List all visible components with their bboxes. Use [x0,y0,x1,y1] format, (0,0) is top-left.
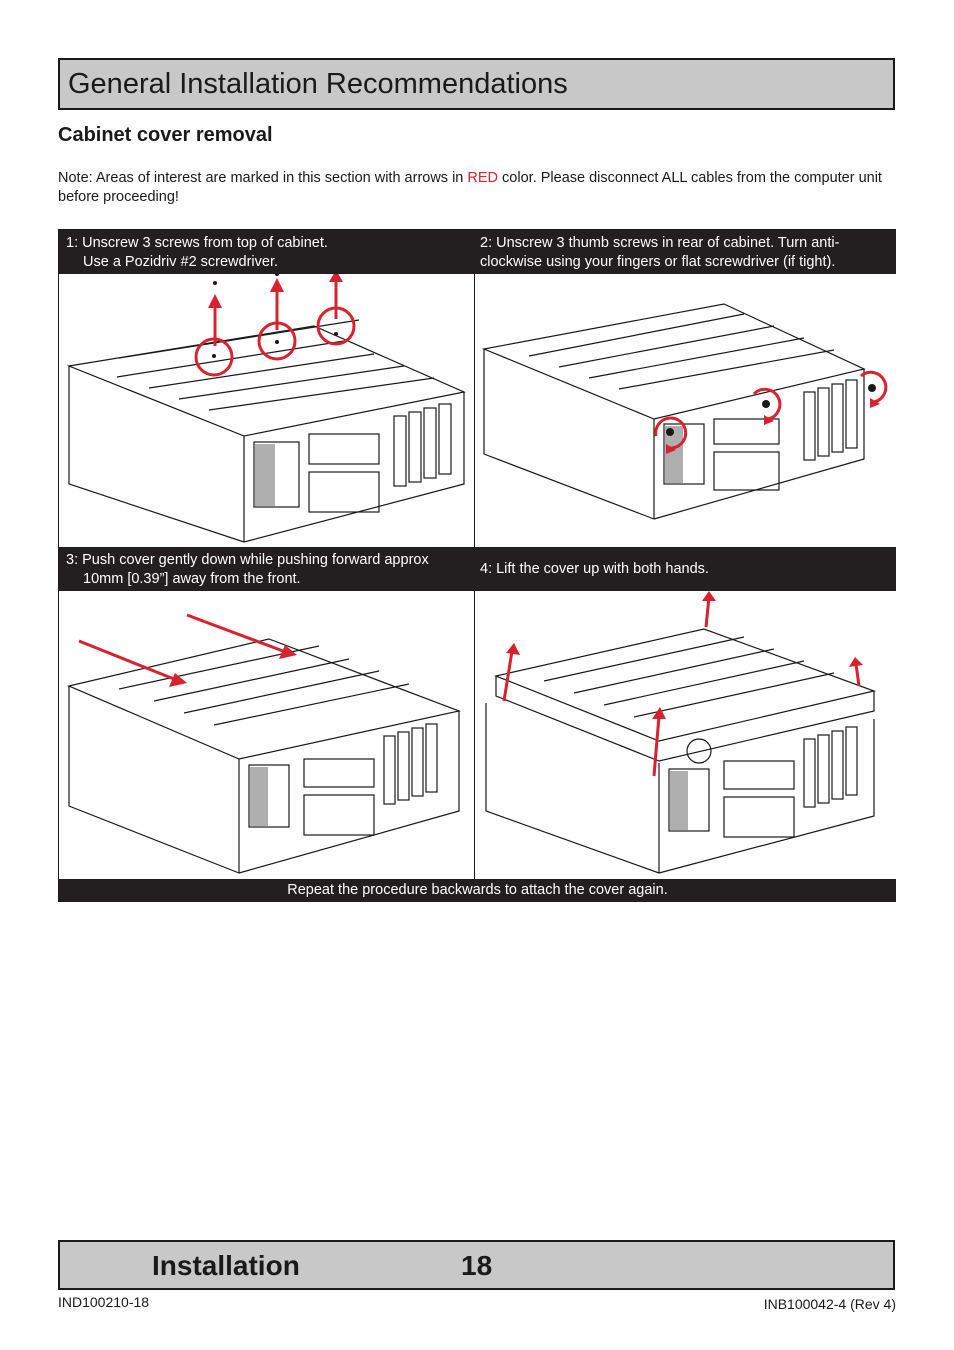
cover-push-forward-illustration [67,613,462,874]
step-4-caption: 4: Lift the cover up with both hands. [474,547,896,591]
document-id-left: IND100210-18 [58,1294,150,1310]
column-divider-top [474,274,475,547]
cabinet-top-screws-illustration [66,274,466,543]
step-2-line-1: 2: Unscrew 3 thumb screws in rear of cab… [480,235,840,251]
footer-bar: Installation 18 [58,1240,895,1290]
footer-section-name: Installation [152,1250,300,1281]
section-heading: Cabinet cover removal [58,124,273,146]
column-divider-bottom [474,591,475,879]
step-2-figure [474,274,896,547]
page-title-bar: General Installation Recommendations [58,58,895,110]
step-3-figure [59,591,474,879]
page-title: General Installation Recommendations [68,68,568,100]
note-text-after: color. Please disconnect ALL cables from… [58,170,882,205]
steps-grid: 1: Unscrew 3 screws from top of cabinet.… [58,229,896,902]
step-4-figure [474,591,896,879]
step-2-line-2: clockwise using your fingers or flat scr… [480,254,836,270]
repeat-note: Repeat the procedure backwards to attach… [287,882,668,898]
note-paragraph: Note: Areas of interest are marked in th… [58,169,888,207]
step-4-line-1: 4: Lift the cover up with both hands. [480,561,709,577]
step-1-figure [59,274,474,547]
step-1-line-2: Use a Pozidriv #2 screwdriver. [83,254,279,270]
step-1-caption: 1: Unscrew 3 screws from top of cabinet.… [59,230,474,274]
step-1-line-1: 1: Unscrew 3 screws from top of cabinet. [66,235,328,251]
step-2-caption: 2: Unscrew 3 thumb screws in rear of cab… [474,230,896,274]
page-number: 18 [461,1250,493,1281]
step-3-line-1: 3: Push cover gently down while pushing … [66,552,429,568]
note-red-word: RED [467,170,499,186]
note-text-before: Note: Areas of interest are marked in th… [58,170,468,186]
step-3-line-2: 10mm [0.39”] away from the front. [83,571,301,587]
cabinet-rear-thumbscrews-illustration [481,303,888,520]
step-3-caption: 3: Push cover gently down while pushing … [59,547,474,591]
document-id-right: INB100042-4 (Rev 4) [763,1296,896,1312]
cover-lift-illustration [485,591,877,874]
repeat-note-bar: Repeat the procedure backwards to attach… [59,879,896,902]
